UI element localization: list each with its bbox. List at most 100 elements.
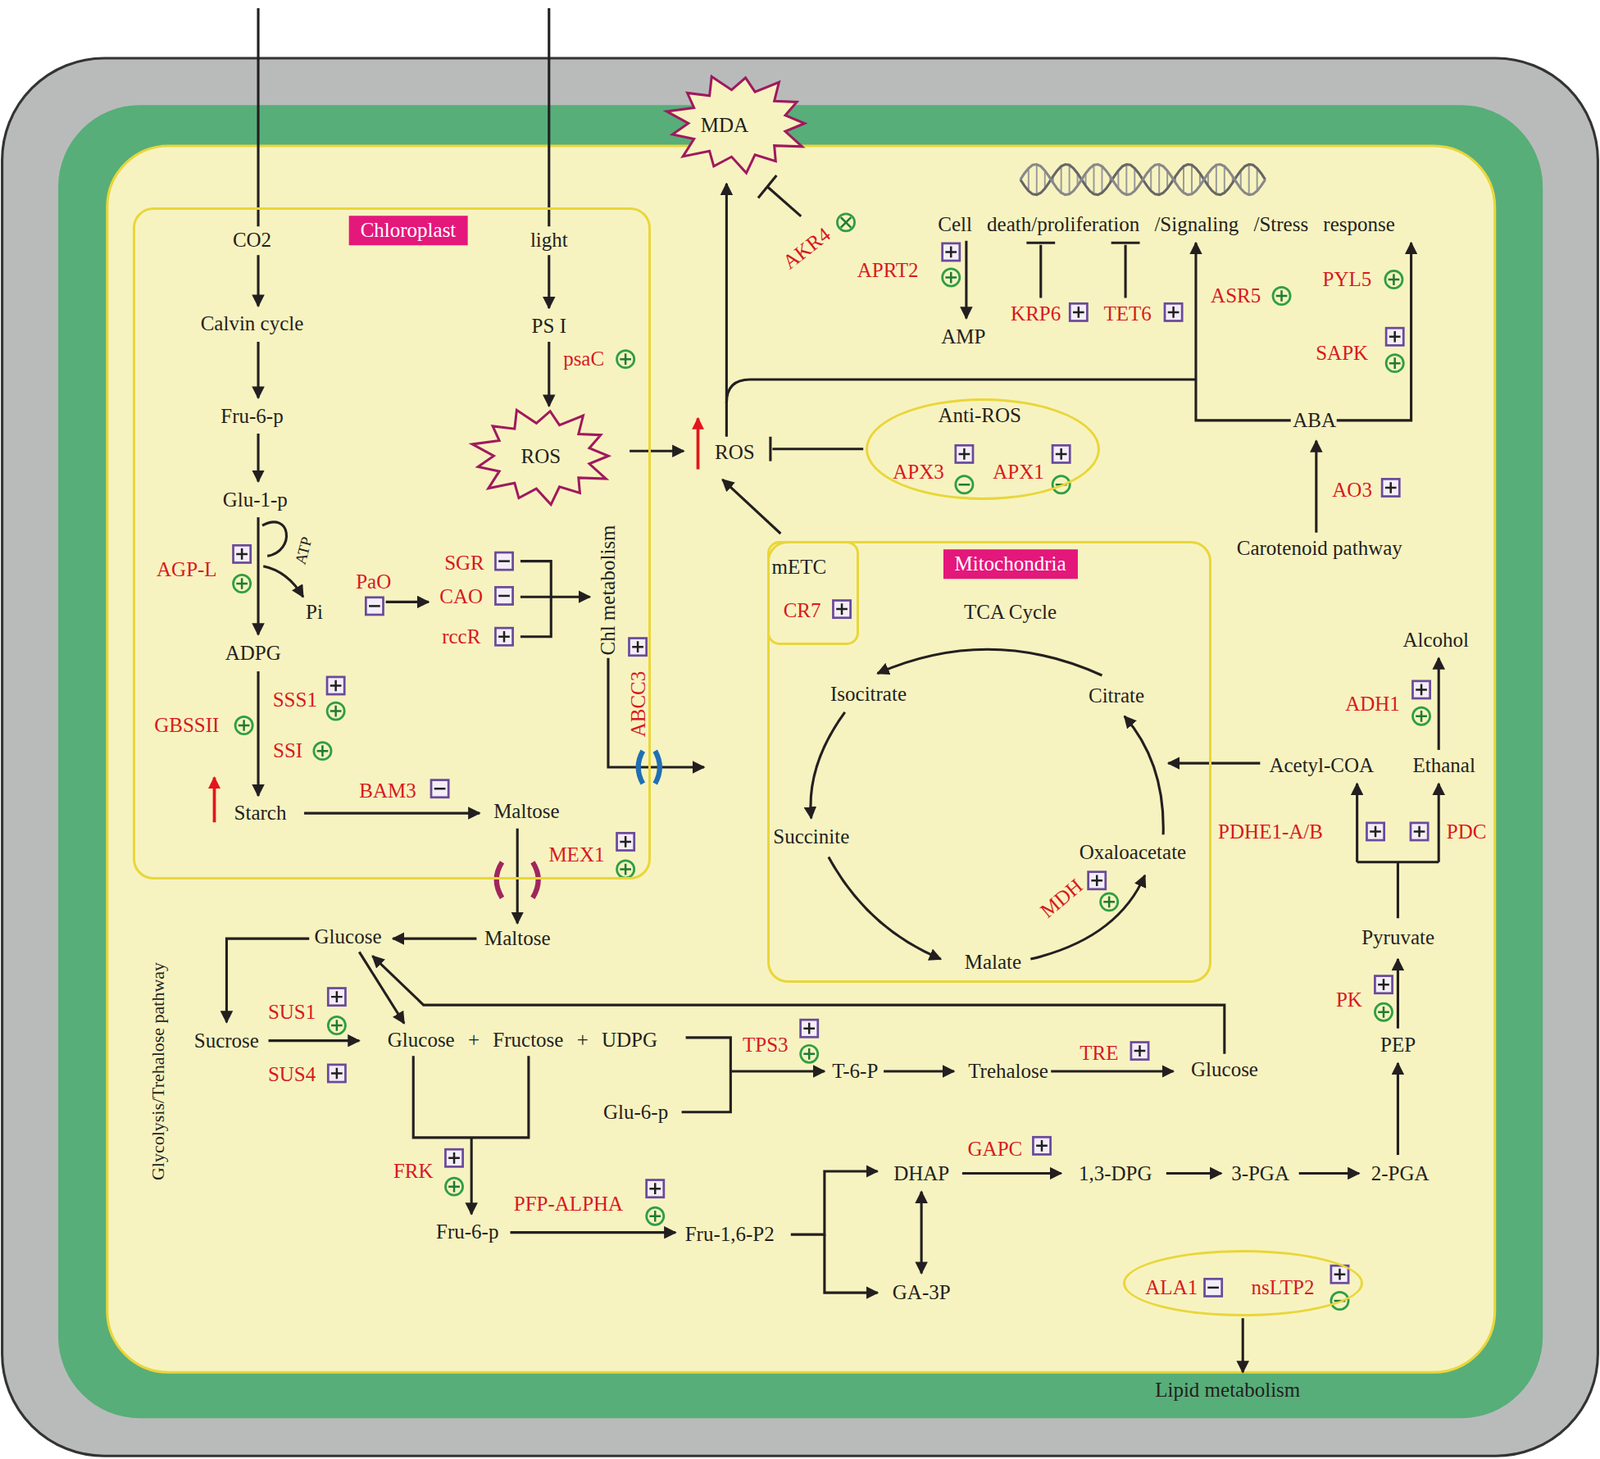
compartment-tag: Mitochondria (942, 550, 1078, 580)
pathway-arrow (772, 447, 864, 450)
pathway-arrow (1357, 862, 1440, 919)
pathway-arrow (1166, 1172, 1222, 1175)
cell-membrane (58, 104, 1543, 1419)
metabolite-label: Glucose (1190, 1058, 1259, 1082)
pathway-arrow (372, 955, 1224, 1054)
dna-rung (1027, 168, 1030, 191)
pathway-arrow (256, 254, 260, 306)
pathway-arrow (1050, 1069, 1173, 1073)
pathway-arrow (470, 1137, 473, 1214)
gene-label: APRT2 (857, 259, 919, 282)
metabolite-label: Starch (234, 802, 287, 826)
metabolite-label: DHAP (893, 1162, 950, 1186)
metabolite-label: Calvin cycle (200, 312, 305, 336)
gene-label: PK (1336, 988, 1363, 1012)
dna-rung (1133, 168, 1136, 191)
pathway-arrow (1124, 245, 1128, 299)
dna-rung (1256, 168, 1259, 191)
metabolite-label: Glu-6-p (603, 1100, 669, 1124)
activity-mark (1272, 286, 1291, 305)
dna-rung (1248, 164, 1250, 196)
gene-label: psaC (563, 347, 605, 371)
burst-node: MDA (661, 71, 814, 176)
metabolite-label: Maltose (484, 927, 551, 951)
metabolite-label: Pyruvate (1361, 926, 1435, 950)
gene-label: PDHE1-A/B (1218, 820, 1323, 844)
pathway-arrow (392, 937, 477, 941)
gene-label: APX1 (992, 461, 1045, 485)
pathway-arrow (1111, 241, 1141, 245)
pathway-arrow (1314, 440, 1318, 533)
transporter-bracket (532, 862, 539, 899)
expression-mark (1410, 822, 1428, 841)
metabolite-label: Malate (964, 950, 1022, 974)
gene-label: ASR5 (1210, 284, 1261, 308)
metabolite-label: Glucose (314, 925, 382, 949)
dna-rung (1060, 166, 1063, 193)
gene-label: BAM3 (359, 779, 416, 803)
compartment-tag: Chloroplast (349, 216, 469, 246)
metabolite-label: light (530, 228, 569, 252)
activity-mark (617, 350, 635, 369)
activity-mark (327, 702, 345, 720)
dna-rung (1190, 164, 1193, 195)
metabolite-label: Oxaloacetate (1079, 840, 1187, 864)
gene-label: PDC (1446, 820, 1487, 844)
transporter-bracket (496, 862, 503, 899)
increase-arrow (696, 418, 700, 469)
pathway-arrow (413, 1055, 529, 1138)
pathway-arrow (263, 566, 304, 597)
metabolite-label: Fru-6-p (436, 1220, 499, 1244)
pathway-arrow (1026, 241, 1055, 245)
pathway-arrow (256, 8, 260, 227)
activity-mark (327, 1016, 346, 1034)
metabolite-label: Cell death/proliferation /Signaling /Str… (937, 213, 1396, 237)
gene-label: SUS1 (268, 1000, 316, 1024)
pathway-arrow (1124, 716, 1164, 835)
gene-label: rccR (441, 625, 481, 649)
activity-mark (1386, 354, 1404, 373)
gene-label: SSS1 (272, 688, 318, 712)
gene-label: ABCC3 (627, 671, 651, 738)
pathway-arrow (962, 1172, 1062, 1175)
activity-mark (445, 1177, 463, 1196)
pathway-arrow (516, 828, 519, 924)
activity-mark (836, 213, 855, 232)
metabolite-label: Maltose (493, 800, 560, 823)
transporter-bracket (638, 750, 644, 784)
expression-mark (1412, 681, 1430, 699)
gene-label: AGP-L (156, 558, 218, 582)
node-label: MDA (700, 113, 749, 137)
pathway-arrow (520, 561, 551, 637)
node-label: Anti-ROS (937, 404, 1021, 428)
expression-mark (942, 243, 960, 261)
pathway-arrow (758, 175, 777, 198)
gene-label: APX3 (892, 461, 945, 485)
gene-label: PFP-ALPHA (513, 1192, 623, 1216)
pathway-arrow (1195, 242, 1291, 421)
expression-mark (431, 780, 449, 798)
pathway-arrow (1437, 783, 1441, 863)
gene-label: SAPK (1315, 341, 1369, 365)
pathway-arrow (262, 522, 287, 557)
metabolite-label: 3-PGA (1231, 1162, 1290, 1186)
pathway-arrow (1396, 1063, 1400, 1155)
dna-rung (1092, 164, 1095, 195)
expression-mark (832, 600, 850, 619)
pathway-arrow (256, 517, 260, 635)
ellipse-node: Anti-ROS APX3 APX1 (865, 398, 1100, 501)
expression-mark (1366, 822, 1384, 841)
metabolite-label: Fru-6-p (220, 404, 283, 428)
pathway-arrow (964, 240, 968, 319)
metabolite-label: PS I (531, 315, 567, 339)
activity-mark (646, 1207, 664, 1225)
gene-label: SSI (272, 740, 303, 764)
expression-mark (1164, 303, 1182, 321)
expression-mark (1381, 478, 1400, 496)
pathway-arrow (730, 1069, 825, 1073)
expression-mark (327, 677, 345, 695)
metabolite-label: Sucrose (194, 1029, 260, 1053)
expression-mark (1131, 1042, 1149, 1060)
gene-label: SGR (444, 551, 485, 575)
gene-label: FRK (393, 1160, 434, 1184)
